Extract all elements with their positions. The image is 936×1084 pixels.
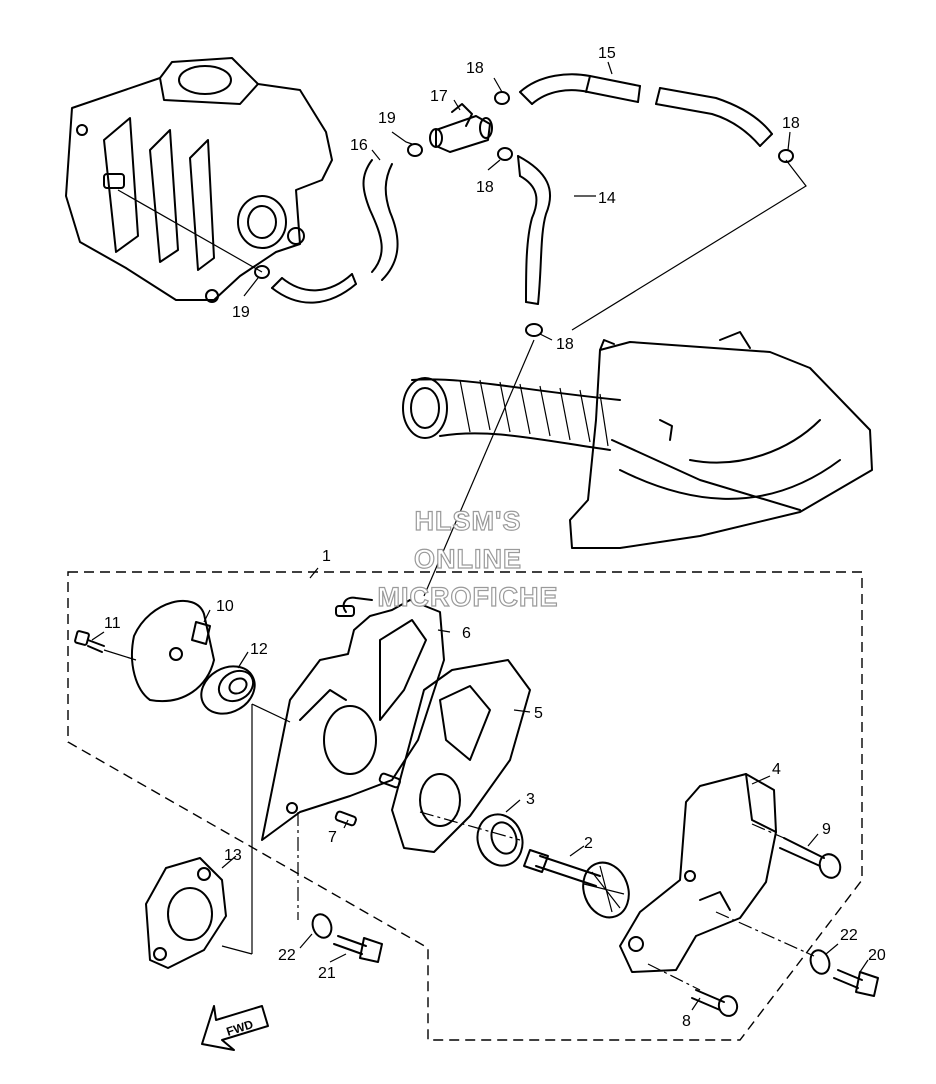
callout-5: 5: [534, 705, 543, 722]
oil-seal-3: [476, 813, 524, 867]
gasket-13: [145, 857, 227, 969]
bolt-11: [74, 630, 105, 653]
washer-22-right: [809, 949, 831, 975]
bolt-9: [779, 837, 842, 879]
cylinder-head: [65, 57, 333, 303]
washer-22-left: [311, 913, 333, 939]
callout-4: 4: [772, 761, 781, 778]
callout-16: 16: [350, 137, 368, 154]
gasket-5: [391, 659, 531, 853]
callout-14: 14: [598, 190, 616, 207]
callout-21: 21: [318, 965, 336, 982]
impeller-shaft-2: [523, 849, 630, 919]
callout-18-top: 18: [466, 60, 484, 77]
callout-13: 13: [224, 847, 242, 864]
callout-6: 6: [462, 625, 471, 642]
watermark-line-2: ONLINE: [414, 544, 522, 574]
callout-9: 9: [822, 821, 831, 838]
joint-17: [429, 103, 493, 153]
bolt-21: [333, 935, 383, 963]
callout-7: 7: [328, 829, 337, 846]
watermark-line-3: MICROFICHE: [378, 582, 559, 612]
watermark-line-1: HLSM'S: [415, 506, 522, 536]
callout-19-upper: 19: [378, 110, 396, 127]
callout-labels: 1 2 3 4 5 6 7 8 9 10 11 12 13 14 15 16 1…: [104, 45, 886, 1030]
callout-17: 17: [430, 88, 448, 105]
water-pump-assembly-boundary: [67, 571, 863, 1041]
callout-10: 10: [216, 598, 234, 615]
water-pump-cover-4: [619, 773, 777, 973]
callout-12: 12: [250, 641, 268, 658]
callout-20: 20: [868, 947, 886, 964]
callout-15: 15: [598, 45, 616, 62]
callout-18-right: 18: [782, 115, 800, 132]
hose-15: [519, 73, 773, 147]
callout-11: 11: [104, 615, 121, 632]
callout-22-left: 22: [278, 947, 296, 964]
air-filter-case: [569, 331, 873, 549]
dowel-pins-7: [334, 772, 401, 827]
callout-8: 8: [682, 1013, 691, 1030]
bolt-20: [833, 969, 879, 997]
bearing-12: [200, 665, 256, 715]
callout-18-middle: 18: [476, 179, 494, 196]
bolt-8: [691, 989, 739, 1017]
callout-19-lower: 19: [232, 304, 250, 321]
leader-lines: [91, 61, 869, 1011]
hose-14: [517, 155, 551, 305]
watermark: HLSM'S ONLINE MICROFICHE: [377, 505, 559, 612]
forward-direction-arrow: FWD: [201, 1005, 269, 1051]
hose-16: [271, 159, 399, 304]
water-pump-housing-6: [261, 596, 445, 841]
callout-18-lower: 18: [556, 336, 574, 353]
callout-2: 2: [584, 835, 593, 852]
housing-cover-10: [130, 599, 215, 703]
callout-22-right: 22: [840, 927, 858, 944]
callout-3: 3: [526, 791, 535, 808]
hose-clips: [254, 91, 794, 337]
callout-1: 1: [322, 548, 331, 565]
air-intake-duct: [402, 377, 621, 451]
